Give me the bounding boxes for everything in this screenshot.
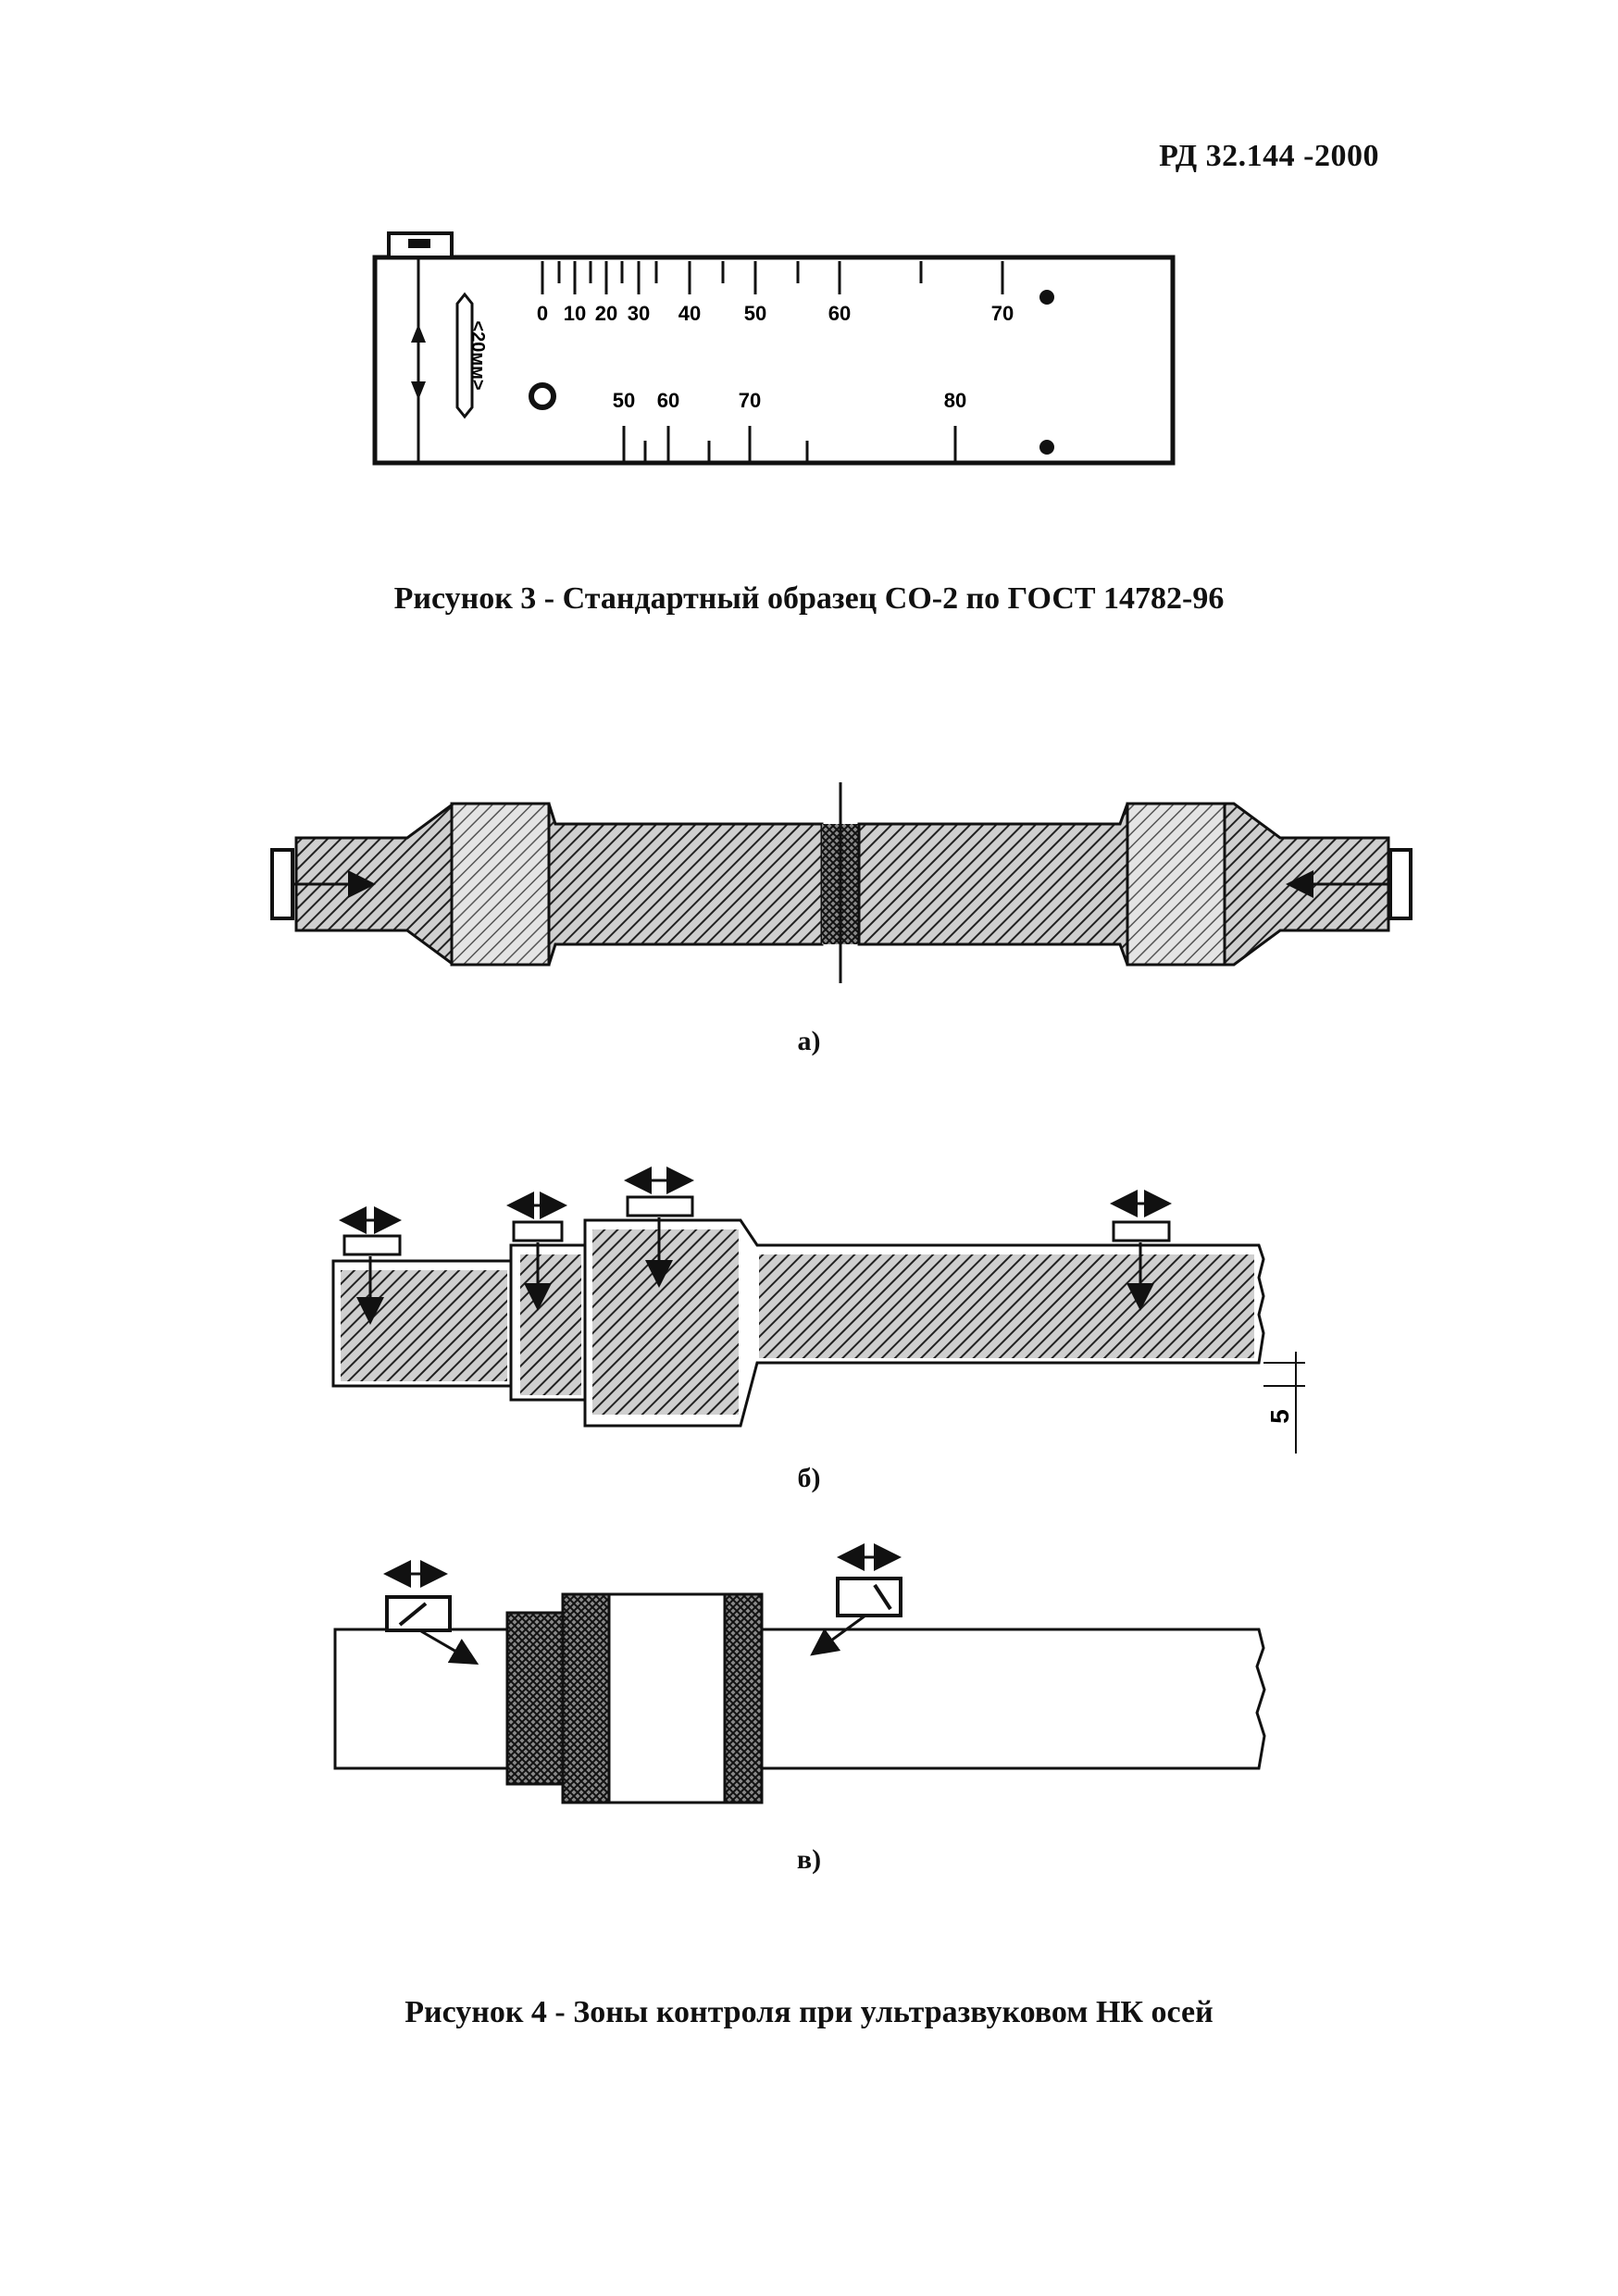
figure4a-label: а) (797, 1026, 821, 1056)
top-scale-label: 10 (564, 302, 586, 325)
probe-group (342, 1195, 1171, 1256)
side-label: <20мм> (467, 320, 488, 390)
bottom-scale-label: 60 (657, 389, 679, 412)
dimension-label: 5 (1265, 1409, 1294, 1424)
bottom-scale-label: 70 (739, 389, 761, 412)
figure4-caption: Рисунок 4 - Зоны контроля при ультразвук… (404, 1995, 1214, 2029)
figure3-block: <20мм> 0 10 20 30 4 (372, 231, 1176, 466)
figure4a-axle (270, 782, 1413, 983)
top-scale-label: 70 (991, 302, 1014, 325)
top-scale-label: 20 (595, 302, 617, 325)
top-scale-label: 30 (628, 302, 650, 325)
figure4c-axle (333, 1543, 1266, 1804)
left-probe-icon (270, 848, 294, 920)
angle-probe-icon (836, 1577, 902, 1617)
top-scale-label: 60 (828, 302, 851, 325)
angle-probe-icon (385, 1595, 452, 1632)
figure3-caption: Рисунок 3 - Стандартный образец СО-2 по … (393, 581, 1225, 616)
right-probe-icon (1388, 848, 1413, 920)
document-code: РД 32.144 -2000 (1159, 139, 1379, 173)
figure4c-label: в) (796, 1844, 822, 1875)
hole-mark (529, 382, 556, 410)
bottom-scale-label: 50 (613, 389, 635, 412)
figure4b-axle: 5 (331, 1167, 1305, 1454)
bottom-scale-label: 80 (944, 389, 966, 412)
top-scale-label: 0 (537, 302, 548, 325)
figure4b-label: б) (797, 1463, 821, 1493)
top-scale-label: 40 (678, 302, 701, 325)
bottom-scale-ticks (622, 426, 957, 461)
top-scale-ticks (541, 261, 1004, 294)
top-scale-label: 50 (744, 302, 766, 325)
